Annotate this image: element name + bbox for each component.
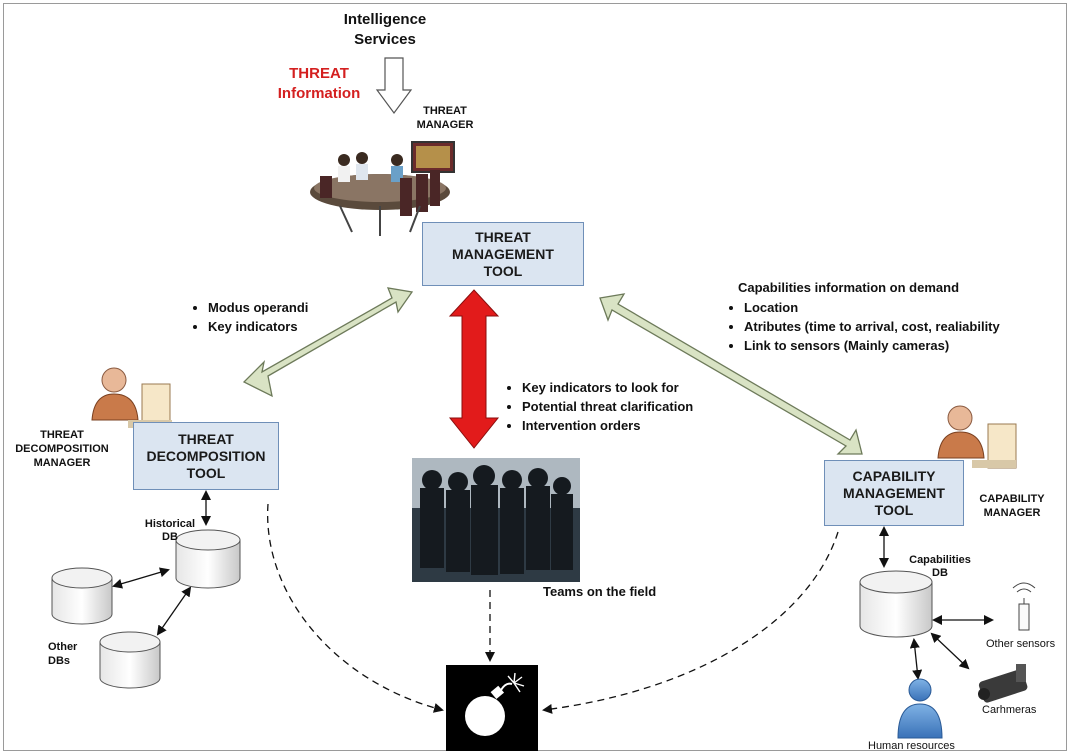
decomposition-manager-figure <box>91 367 172 429</box>
teams-photo <box>412 458 580 582</box>
sensor-icon <box>1012 582 1036 631</box>
other-db-cylinder-2 <box>99 631 161 689</box>
threat-info-line-2: Information <box>277 85 361 102</box>
dm-line-2: DECOMPOSITION <box>15 443 109 455</box>
hist-line-1: Historical <box>144 518 196 530</box>
cmt-line-2: MANAGEMENT <box>843 484 945 501</box>
cm-line-2: MANAGER <box>983 507 1041 519</box>
capability-management-tool[interactable]: CAPABILITY MANAGEMENT TOOL <box>824 460 964 526</box>
db-connectors-right <box>879 526 994 680</box>
threat-info-arrow <box>375 57 413 115</box>
threat-info-line-1: THREAT <box>289 65 349 82</box>
dm-line-1: THREAT <box>40 429 84 441</box>
capdb-line-1: Capabilities <box>909 554 971 566</box>
threat-manager-line-1: THREAT <box>423 105 467 117</box>
list-item: Key indicators to look for <box>522 378 693 397</box>
threat-decomposition-tool[interactable]: THREAT DECOMPOSITION TOOL <box>133 422 279 490</box>
list-item: Location <box>744 298 1000 317</box>
historical-db-cylinder <box>175 529 241 589</box>
intelligence-services-label: Intelligence Services <box>330 10 440 50</box>
field-orders-list: Key indicators to look for Potential thr… <box>500 378 693 435</box>
tmt-line-1: THREAT <box>475 228 531 245</box>
decomposition-link-arrow <box>242 287 414 398</box>
list-item: Potential threat clarification <box>522 397 693 416</box>
other-line-1: Other <box>48 641 78 653</box>
capability-manager-label: CAPABILITY MANAGER <box>970 492 1054 520</box>
source-line-1: Intelligence <box>343 11 427 28</box>
dm-line-3: MANAGER <box>33 457 91 469</box>
threat-manager-line-2: MANAGER <box>416 119 474 131</box>
capabilities-info-list: Location Atributes (time to arrival, cos… <box>722 298 1000 355</box>
cmt-line-3: TOOL <box>874 501 914 518</box>
other-sensors-label: Other sensors <box>986 638 1056 650</box>
list-item: Intervention orders <box>522 416 693 435</box>
tdt-line-3: TOOL <box>186 464 226 481</box>
threat-manager-label: THREAT MANAGER <box>410 104 480 132</box>
tdt-line-1: THREAT <box>178 430 234 447</box>
decomposition-info-list: Modus operandi Key indicators <box>186 298 308 336</box>
camera-icon <box>978 664 1028 703</box>
list-item: Link to sensors (Mainly cameras) <box>744 336 1000 355</box>
tmt-line-3: TOOL <box>483 262 523 279</box>
other-dbs-label: Other DBs <box>48 640 88 668</box>
meeting-room-illustration <box>310 141 455 236</box>
cmt-line-1: CAPABILITY <box>852 467 936 484</box>
bomb-icon <box>446 665 538 751</box>
cameras-label: Carhmeras <box>982 704 1037 716</box>
other-line-2: DBs <box>48 655 71 667</box>
capabilities-heading: Capabilities information on demand <box>738 280 960 295</box>
dashed-flow-arrows <box>267 503 839 714</box>
hist-line-2: DB <box>162 531 178 543</box>
historical-db-label: Historical DB <box>144 518 196 544</box>
capdb-line-2: DB <box>932 567 948 579</box>
teams-label: Teams on the field <box>543 584 657 599</box>
field-orders-arrow <box>448 289 500 449</box>
source-line-2: Services <box>354 31 416 48</box>
capabilities-db-cylinder <box>859 570 933 638</box>
person-icon <box>897 678 943 739</box>
db-connectors-left <box>112 490 211 636</box>
decomposition-manager-label: THREAT DECOMPOSITION MANAGER <box>6 428 118 470</box>
threat-management-tool[interactable]: THREAT MANAGEMENT TOOL <box>422 222 584 286</box>
list-item: Atributes (time to arrival, cost, realia… <box>744 317 1000 336</box>
tdt-line-2: DECOMPOSITION <box>146 447 266 464</box>
threat-information-label: THREAT Information <box>264 64 374 104</box>
human-resources-label: Human resources <box>868 740 955 752</box>
capabilities-db-label: Capabilities DB <box>904 554 976 580</box>
capability-manager-figure <box>937 405 1017 469</box>
list-item: Modus operandi <box>208 298 308 317</box>
tmt-line-2: MANAGEMENT <box>452 245 554 262</box>
cm-line-1: CAPABILITY <box>979 493 1045 505</box>
other-db-cylinder-1 <box>51 567 113 625</box>
list-item: Key indicators <box>208 317 308 336</box>
capability-link-arrow <box>599 293 863 455</box>
